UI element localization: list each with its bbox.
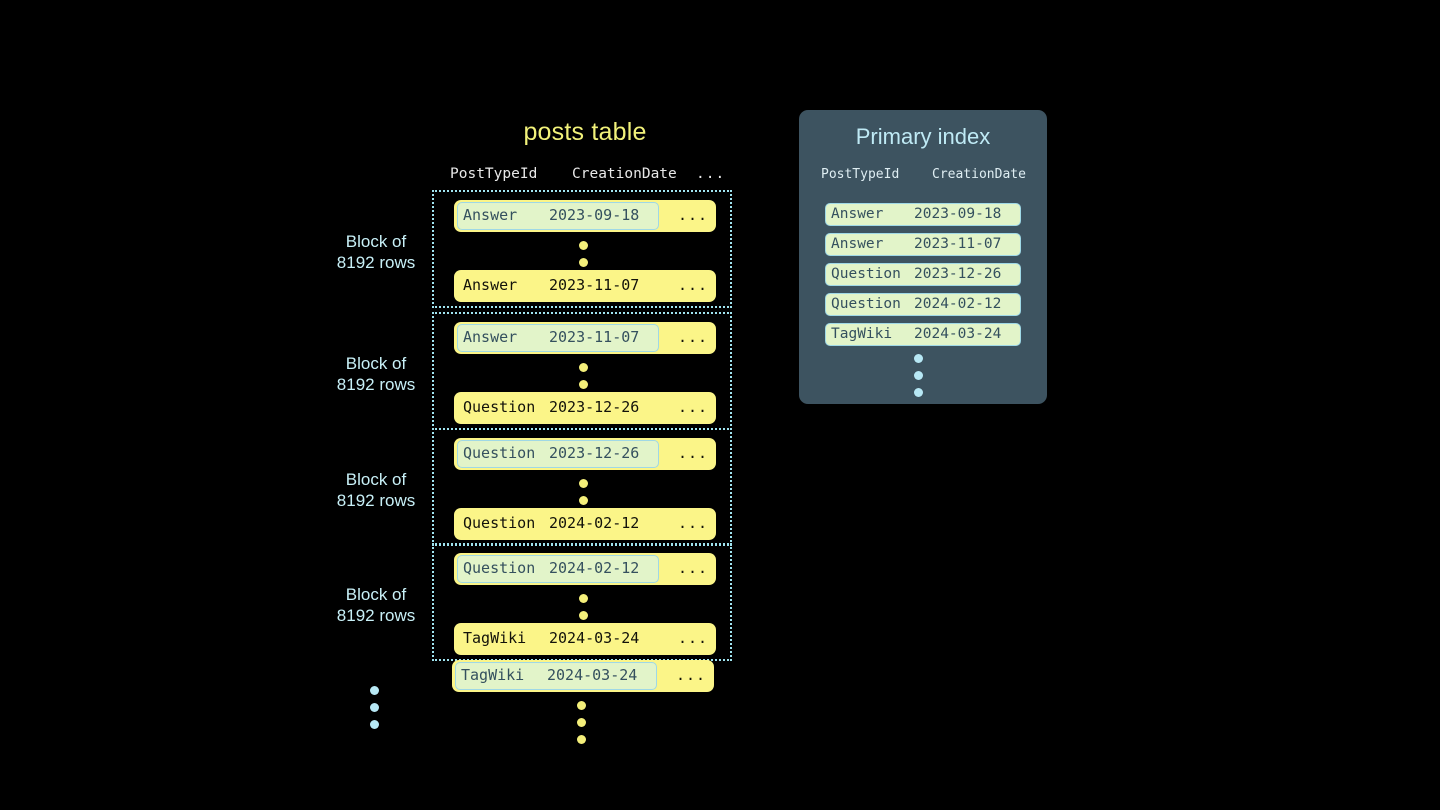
cell-creationdate: 2024-03-24: [914, 326, 1002, 342]
cell-creationdate: 2024-02-12: [549, 559, 640, 577]
column-header-creationdate: CreationDate: [572, 166, 677, 182]
index-entry-highlight: [455, 662, 657, 690]
table-row[interactable]: Answer 2023-11-07 ...: [454, 322, 716, 354]
cell-creationdate: 2024-02-12: [549, 514, 640, 532]
cell-more: ...: [678, 398, 709, 416]
cell-more: ...: [678, 444, 709, 462]
table-row[interactable]: Question 2024-02-12 ...: [454, 508, 716, 540]
posts-table-column-headers: PostTypeId CreationDate ...: [450, 166, 740, 186]
cell-posttypeid: Question: [463, 398, 536, 416]
table-row[interactable]: Answer 2023-11-07 ...: [454, 270, 716, 302]
table-row[interactable]: Answer 2023-09-18 ...: [454, 200, 716, 232]
list-item[interactable]: TagWiki 2024-03-24: [825, 323, 1021, 346]
cell-posttypeid: Answer: [463, 276, 518, 294]
cell-more: ...: [678, 276, 709, 294]
cell-posttypeid: Question: [463, 559, 536, 577]
cell-creationdate: 2023-12-26: [914, 266, 1002, 282]
cell-posttypeid: Question: [831, 266, 901, 282]
primary-index-panel: Primary index PostTypeId CreationDate An…: [799, 110, 1047, 404]
cell-posttypeid: TagWiki: [463, 629, 527, 647]
list-item[interactable]: Question 2024-02-12: [825, 293, 1021, 316]
cell-creationdate: 2023-12-26: [549, 444, 640, 462]
cell-creationdate: 2023-12-26: [549, 398, 640, 416]
block-label-line1: Block of: [345, 354, 407, 373]
primary-index-column-headers: PostTypeId CreationDate: [821, 167, 1031, 187]
cell-creationdate: 2023-09-18: [549, 206, 640, 224]
cell-posttypeid: Question: [463, 444, 536, 462]
cell-posttypeid: Answer: [831, 206, 884, 222]
column-header-posttypeid: PostTypeId: [821, 167, 900, 182]
data-block-3: Block of 8192 rows Question 2023-12-26 .…: [337, 428, 732, 546]
cell-posttypeid: TagWiki: [831, 326, 893, 342]
cell-creationdate: 2023-11-07: [549, 276, 640, 294]
cell-posttypeid: Question: [831, 296, 901, 312]
data-block-1: Block of 8192 rows Answer 2023-09-18 ...…: [337, 190, 732, 308]
cell-more: ...: [678, 328, 709, 346]
block-label-line1: Block of: [345, 585, 407, 604]
block-label-line1: Block of: [345, 470, 407, 489]
cell-posttypeid: Answer: [463, 328, 518, 346]
cell-more: ...: [678, 629, 709, 647]
index-entry-highlight: [457, 324, 659, 352]
block-label-line2: 8192 rows: [336, 253, 416, 272]
cell-posttypeid: TagWiki: [461, 666, 525, 684]
cell-more: ...: [678, 559, 709, 577]
cell-creationdate: 2023-09-18: [914, 206, 1002, 222]
index-ellipsis-dots-icon: [914, 354, 926, 405]
cell-more: ...: [678, 514, 709, 532]
table-row[interactable]: Question 2024-02-12 ...: [454, 553, 716, 585]
block-label-1: Block of 8192 rows: [328, 231, 424, 273]
table-row[interactable]: Question 2023-12-26 ...: [454, 392, 716, 424]
block-label-4: Block of 8192 rows: [328, 584, 424, 626]
table-row[interactable]: TagWiki 2024-03-24 ...: [454, 623, 716, 655]
block-label-3: Block of 8192 rows: [328, 469, 424, 511]
table-row[interactable]: TagWiki 2024-03-24 ...: [452, 660, 714, 692]
cell-more: ...: [678, 206, 709, 224]
column-header-more: ...: [696, 166, 726, 182]
block-label-line1: Block of: [345, 232, 407, 251]
cell-creationdate: 2024-03-24: [547, 666, 638, 684]
table-row[interactable]: Question 2023-12-26 ...: [454, 438, 716, 470]
page-title: posts table: [523, 118, 647, 146]
index-entry-highlight: [457, 202, 659, 230]
cell-creationdate: 2023-11-07: [914, 236, 1002, 252]
cell-creationdate: 2024-03-24: [549, 629, 640, 647]
data-block-4: Block of 8192 rows Question 2024-02-12 .…: [337, 543, 732, 661]
block-label-line2: 8192 rows: [336, 606, 416, 625]
index-entry-highlight: [457, 555, 659, 583]
cell-posttypeid: Question: [463, 514, 536, 532]
blocks-ellipsis-dots-icon: [370, 686, 382, 737]
column-header-creationdate: CreationDate: [932, 167, 1026, 182]
cell-more: ...: [676, 666, 707, 684]
data-block-2: Block of 8192 rows Answer 2023-11-07 ...…: [337, 312, 732, 430]
block-label-line2: 8192 rows: [336, 375, 416, 394]
table-ellipsis-dots-icon: [577, 701, 589, 752]
cell-posttypeid: Answer: [463, 206, 518, 224]
cell-creationdate: 2023-11-07: [549, 328, 640, 346]
list-item[interactable]: Answer 2023-11-07: [825, 233, 1021, 256]
cell-posttypeid: Answer: [831, 236, 884, 252]
block-label-2: Block of 8192 rows: [328, 353, 424, 395]
block-label-line2: 8192 rows: [336, 491, 416, 510]
primary-index-title: Primary index: [855, 124, 991, 149]
index-entry-highlight: [457, 440, 659, 468]
cell-creationdate: 2024-02-12: [914, 296, 1002, 312]
column-header-posttypeid: PostTypeId: [450, 166, 538, 182]
list-item[interactable]: Question 2023-12-26: [825, 263, 1021, 286]
list-item[interactable]: Answer 2023-09-18: [825, 203, 1021, 226]
